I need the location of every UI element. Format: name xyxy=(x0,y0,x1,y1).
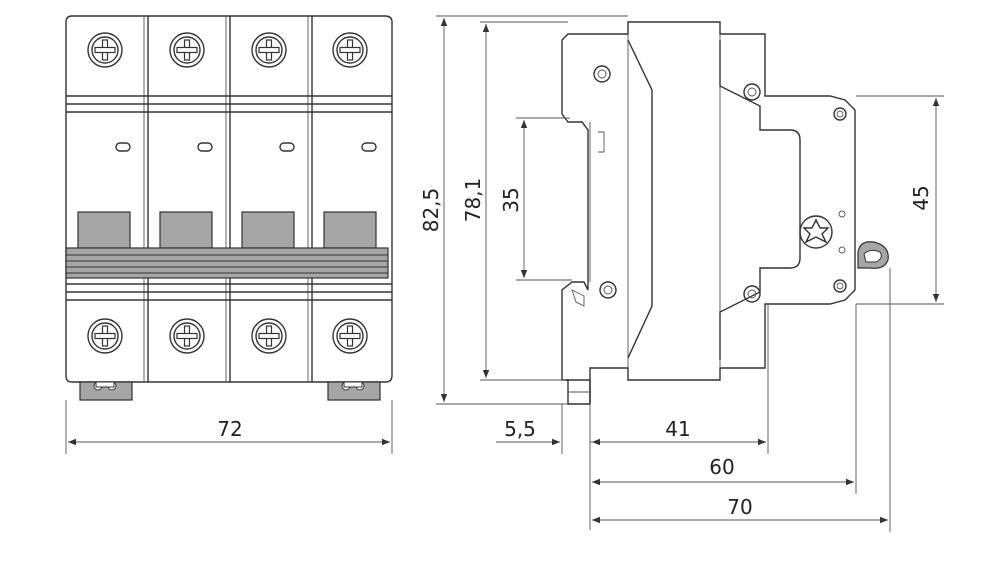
rail-clip-side xyxy=(566,289,591,404)
dimension-depth-offset: 5,5 xyxy=(496,404,592,530)
din-clip-right xyxy=(327,381,381,401)
dimension-label-5-5: 5,5 xyxy=(504,417,536,441)
dimension-label-82-5: 82,5 xyxy=(419,188,443,233)
bottom-terminal-screws xyxy=(87,318,368,354)
dimension-depth-body: 60 xyxy=(592,304,857,494)
indicator-windows xyxy=(115,142,377,152)
front-view: 72 xyxy=(65,15,393,454)
dimension-height-total: 82,5 xyxy=(419,15,628,405)
dimension-depth-front: 41 xyxy=(592,304,769,454)
dimension-label-70: 70 xyxy=(727,495,752,519)
dimension-label-78-1: 78,1 xyxy=(461,178,485,223)
din-clip-left xyxy=(79,381,133,401)
dimension-label-45: 45 xyxy=(909,185,933,210)
toggle-handles xyxy=(77,211,377,249)
mounting-holes xyxy=(593,65,847,303)
terminal-screw-side xyxy=(799,215,833,249)
handle-tie-bar xyxy=(65,247,389,279)
dimension-depth-total: 70 xyxy=(592,268,891,532)
dimension-height-terminal: 45 xyxy=(856,95,944,305)
side-view: 82,5 78,1 35 45 5,5 xyxy=(419,15,944,532)
side-lock-lug xyxy=(857,241,889,269)
dimension-label-60: 60 xyxy=(709,455,734,479)
pole-separators xyxy=(143,16,313,382)
dimension-height-body: 78,1 xyxy=(461,21,568,381)
dimension-label-35: 35 xyxy=(499,187,523,212)
top-terminal-screws xyxy=(87,32,368,68)
dimension-height-rail: 35 xyxy=(499,117,572,281)
dimension-width-front: 72 xyxy=(65,400,393,454)
dimension-label-41: 41 xyxy=(665,417,690,441)
dimension-label-72: 72 xyxy=(217,417,242,441)
